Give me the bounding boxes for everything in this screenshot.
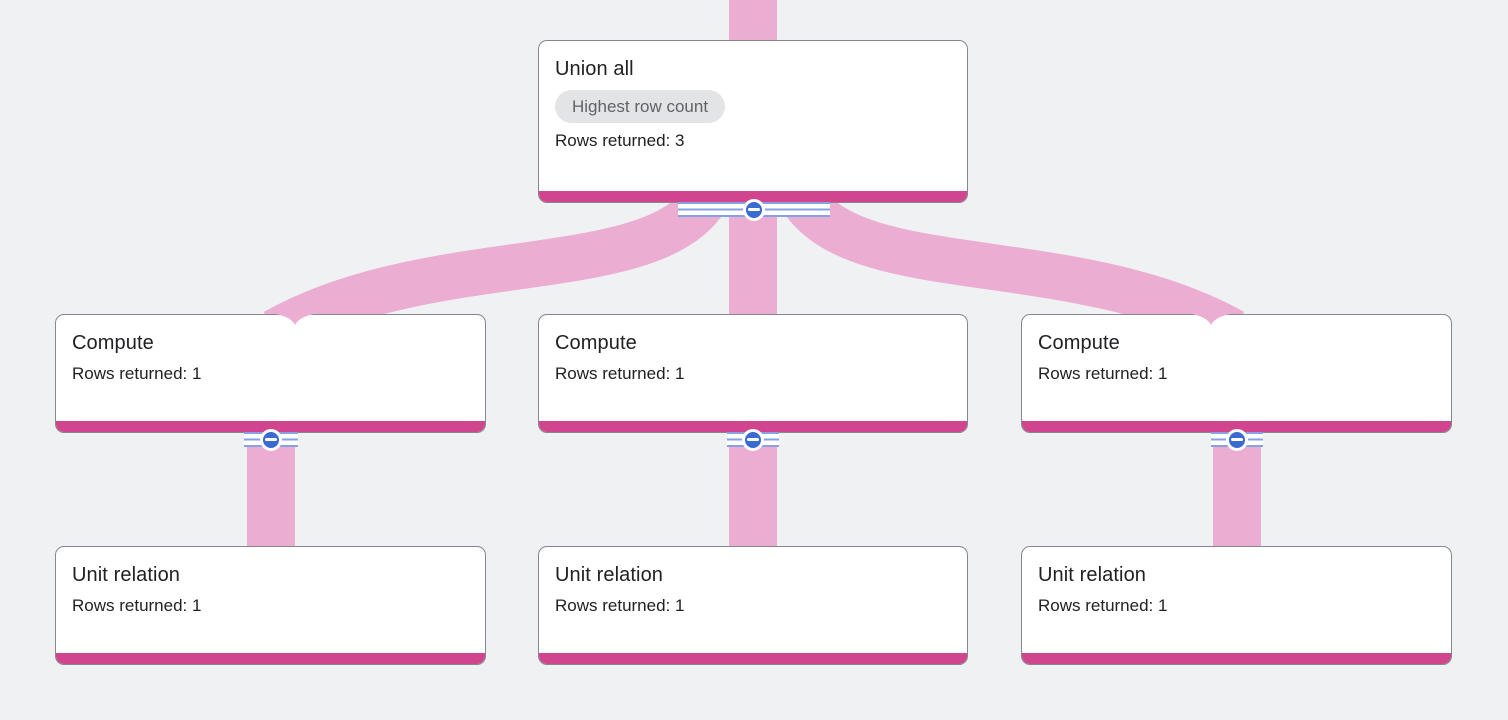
minus-icon xyxy=(747,437,759,442)
rows-returned-label: Rows returned: 1 xyxy=(555,596,685,615)
node-title: Unit relation xyxy=(1038,564,1147,586)
rows-returned-label: Rows returned: 1 xyxy=(555,364,685,383)
rows-returned-label: Rows returned: 1 xyxy=(1038,364,1168,383)
node-accent-bar xyxy=(539,421,967,432)
minus-icon xyxy=(1231,437,1243,442)
node-title: Unit relation xyxy=(72,564,181,586)
edge-compute-1-to-union-all xyxy=(263,185,725,353)
node-accent-bar xyxy=(539,653,967,664)
connector-compute-2 xyxy=(727,428,779,451)
node-title: Compute xyxy=(1038,332,1120,354)
node-accent-bar xyxy=(539,191,967,202)
connector-union-all xyxy=(678,198,830,221)
rows-returned-label: Rows returned: 3 xyxy=(555,131,685,150)
edge-compute-2-to-union-all xyxy=(729,216,777,316)
node-compute-1[interactable]: Compute Rows returned: 1 xyxy=(55,314,486,433)
minus-icon xyxy=(748,207,760,212)
node-accent-bar xyxy=(1022,653,1451,664)
node-accent-bar xyxy=(56,653,485,664)
node-accent-bar xyxy=(1022,421,1451,432)
node-compute-2[interactable]: Compute Rows returned: 1 xyxy=(538,314,968,433)
node-union-all[interactable]: Union all Highest row count Rows returne… xyxy=(538,40,968,203)
rows-returned-label: Rows returned: 1 xyxy=(72,364,202,383)
edge-union-all-output xyxy=(729,0,777,41)
collapse-button-compute-2[interactable] xyxy=(742,428,764,451)
highest-row-count-badge: Highest row count xyxy=(555,90,726,123)
node-title: Compute xyxy=(555,332,637,354)
node-title: Union all xyxy=(555,58,634,80)
edge-unit-relation-3-to-compute-3 xyxy=(1213,446,1261,547)
edge-unit-relation-2-to-compute-2 xyxy=(729,446,777,547)
connector-compute-1 xyxy=(244,428,298,451)
node-unit-relation-1[interactable]: Unit relation Rows returned: 1 xyxy=(55,546,486,665)
collapse-button-compute-1[interactable] xyxy=(260,428,282,451)
rows-returned-label: Rows returned: 1 xyxy=(72,596,202,615)
node-unit-relation-3[interactable]: Unit relation Rows returned: 1 xyxy=(1021,546,1452,665)
collapse-button-union-all[interactable] xyxy=(743,198,765,221)
node-title: Compute xyxy=(72,332,154,354)
rows-returned-label: Rows returned: 1 xyxy=(1038,596,1168,615)
connector-compute-3 xyxy=(1211,428,1263,451)
node-unit-relation-2[interactable]: Unit relation Rows returned: 1 xyxy=(538,546,968,665)
edge-compute-3-to-union-all xyxy=(783,185,1245,353)
collapse-button-compute-3[interactable] xyxy=(1226,428,1248,451)
edge-unit-relation-1-to-compute-1 xyxy=(247,446,295,547)
node-title: Unit relation xyxy=(555,564,664,586)
node-accent-bar xyxy=(56,421,485,432)
node-compute-3[interactable]: Compute Rows returned: 1 xyxy=(1021,314,1452,433)
minus-icon xyxy=(265,437,277,442)
